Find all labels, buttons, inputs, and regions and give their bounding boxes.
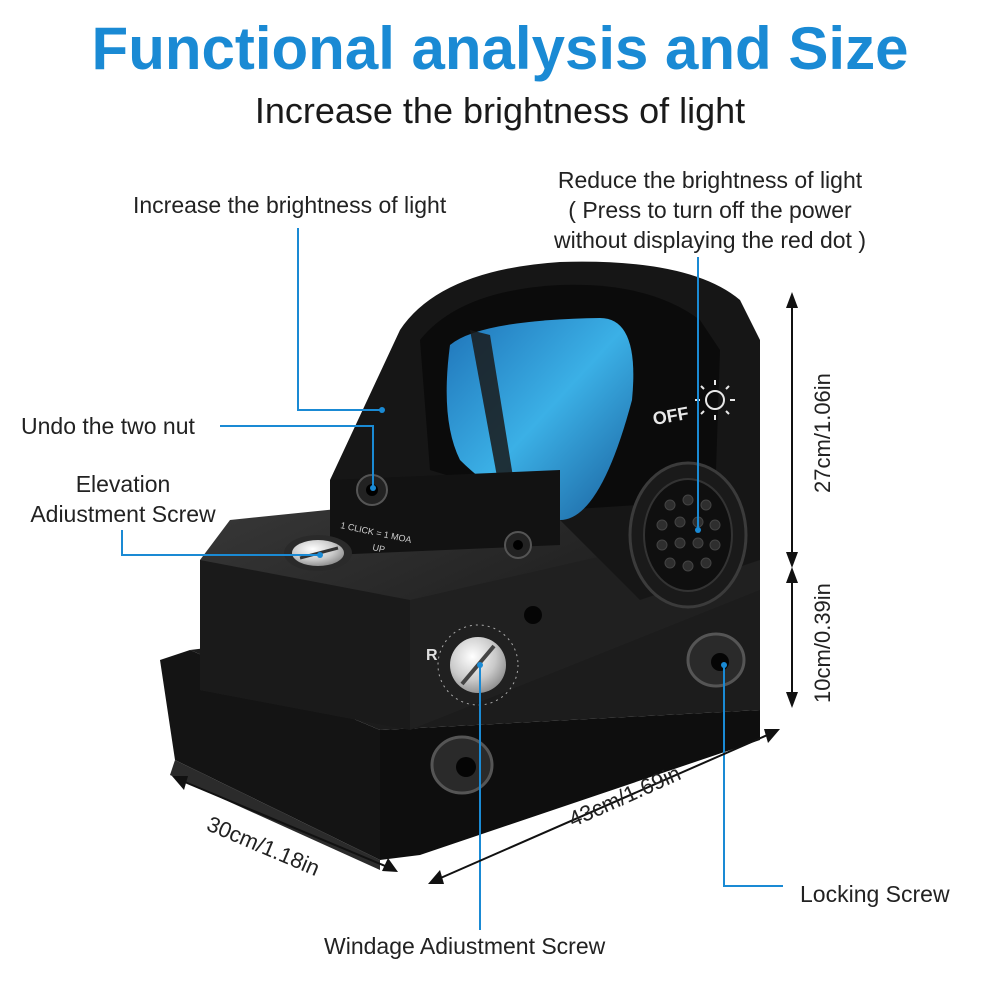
reduce-brightness-line3: without displaying the red dot ) [554,227,866,253]
elevation-screw-label: Elevation Adiustment Screw [18,469,228,529]
sun-icon [695,380,735,420]
rear-label: R [426,647,438,664]
elevation-line2: Adiustment Screw [30,501,216,527]
page-subtitle: Increase the brightness of light [254,90,746,131]
side-hole [524,606,542,624]
locking-screw-label: Locking Screw [800,881,950,907]
windage-screw-label: Windage Adiustment Screw [324,933,606,959]
dimension-arrows [172,292,798,884]
undo-nut-label: Undo the two nut [21,413,195,439]
top-plate [330,470,560,559]
page-title: Functional analysis and Size [91,15,909,82]
elevation-line1: Elevation [75,471,171,497]
reduce-brightness-label: Reduce the brightness of light ( Press t… [525,165,895,255]
reduce-brightness-line2: ( Press to turn off the power [568,197,852,223]
height-top-dimension: 27cm/1.06in [810,373,835,493]
up-label: UP [372,542,386,554]
brightness-button [628,461,748,609]
increase-brightness-label: Increase the brightness of light [133,192,447,218]
leader-dots [317,407,727,668]
reduce-brightness-line1: Reduce the brightness of light [557,167,863,193]
leader-lines [121,228,783,930]
locking-screw [686,632,746,688]
height-bottom-dimension: 10cm/0.39in [810,583,835,703]
front-locking-screw [430,735,494,795]
